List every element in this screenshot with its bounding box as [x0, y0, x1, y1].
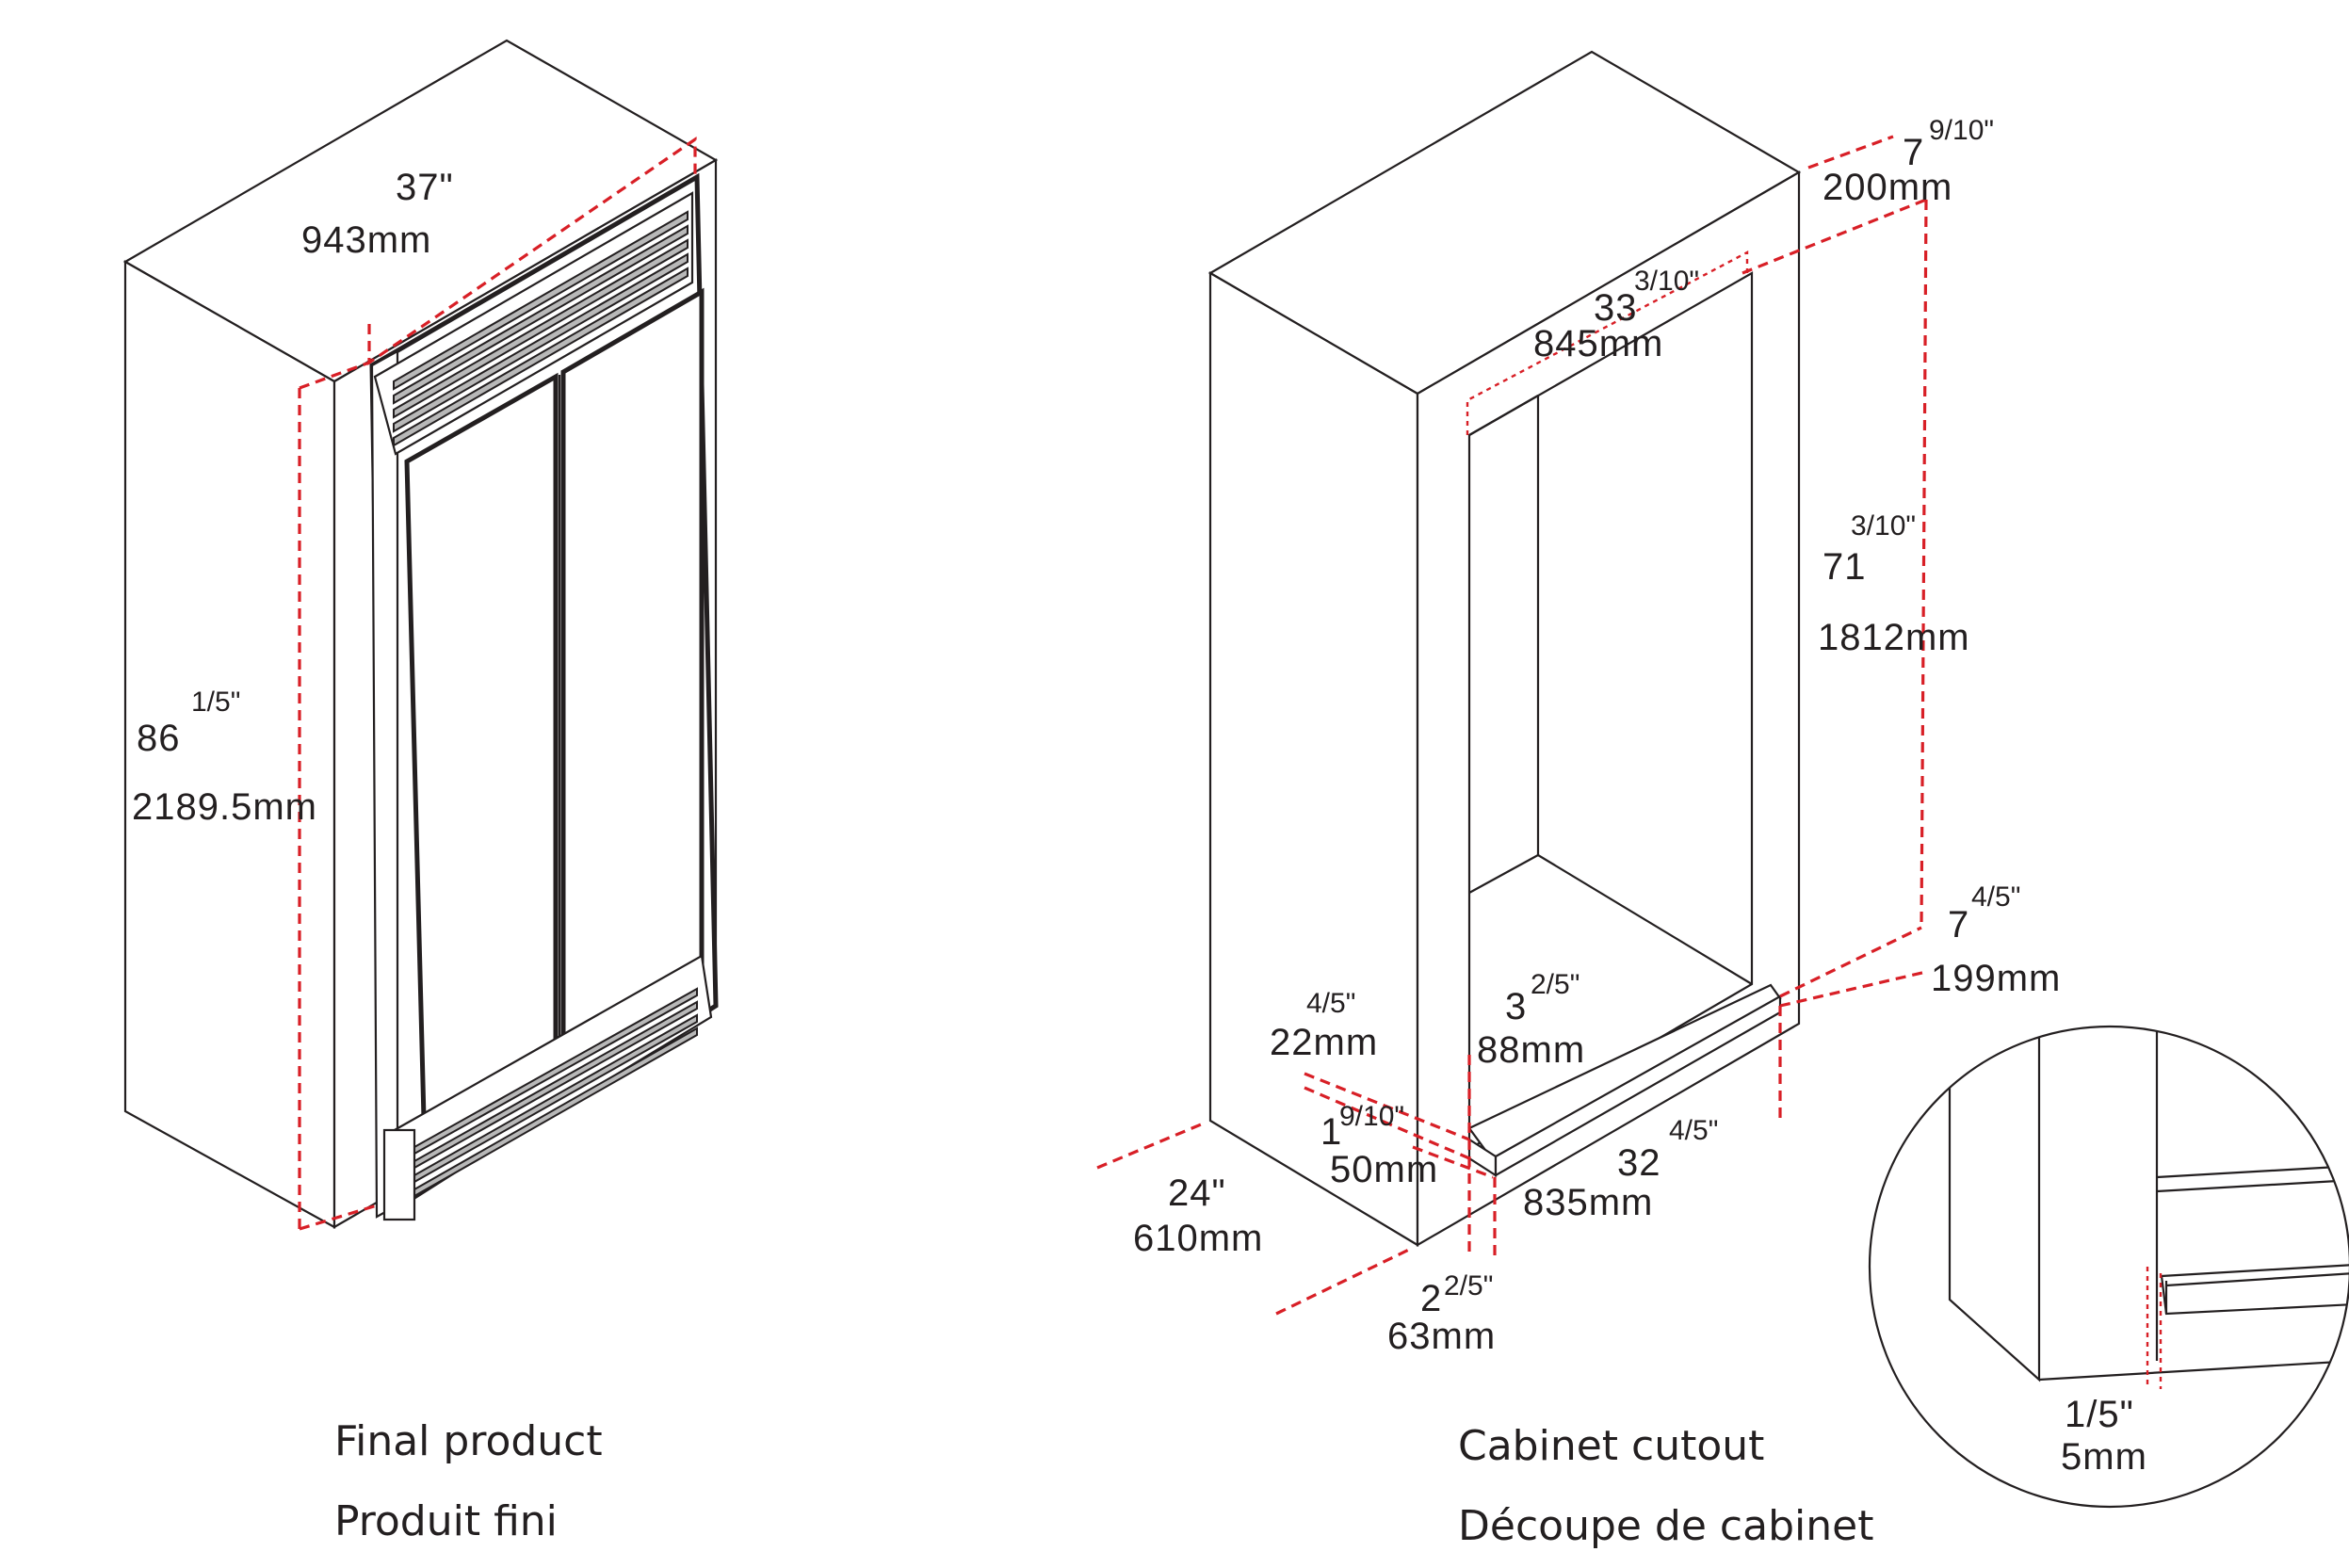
fp-height-in-whole: 86 [137, 718, 181, 759]
fp-width-in: 37" [396, 167, 454, 208]
cc-base-mm: 50mm [1330, 1149, 1438, 1190]
left-stile [370, 349, 399, 1219]
cc-top-offset-whole: 7 [1903, 132, 1924, 173]
depth-line-bottom [1275, 1246, 1414, 1316]
cc-caption-fr: Découpe de cabinet [1458, 1502, 1873, 1550]
detail-callout [1868, 1025, 2349, 1509]
right-door[interactable] [560, 287, 705, 1050]
top-offset-line-1 [1807, 135, 1894, 170]
cabinet-side [1208, 271, 1419, 1247]
cc-reveal-frac: 4/5" [1306, 988, 1355, 1019]
cc-front-whole: 2 [1420, 1278, 1442, 1319]
cc-depth-mm: 610mm [1133, 1218, 1263, 1259]
reveal-line-1 [1304, 1072, 1470, 1141]
cc-toe-frac: 2/5" [1531, 969, 1580, 1000]
cc-side-offset-mm: 199mm [1931, 958, 2061, 999]
cc-opening-width-mm: 845mm [1533, 323, 1663, 364]
cc-side-offset-whole: 7 [1948, 904, 1969, 946]
fp-caption-fr: Produit fini [334, 1497, 558, 1545]
final-product-drawing [122, 39, 719, 1231]
cc-base-frac: 9/10" [1339, 1101, 1404, 1132]
left-door[interactable] [404, 372, 559, 1123]
cc-bottom-width-whole: 32 [1617, 1142, 1661, 1184]
depth-line-top [1096, 1121, 1207, 1170]
opening-width-line [1466, 251, 1749, 435]
fp-height-mm: 2189.5mm [132, 786, 317, 828]
base-line [1412, 1145, 1494, 1179]
detail-circle [1868, 1025, 2349, 1509]
width-dimension-line [367, 136, 697, 366]
cc-toe-mm: 88mm [1477, 1029, 1585, 1071]
cc-base-whole: 1 [1320, 1111, 1342, 1153]
cc-opening-height-whole: 71 [1822, 546, 1867, 588]
cabinet-cutout-drawing [1096, 50, 1932, 1316]
bottom-grille [382, 954, 713, 1221]
cc-caption-en: Cabinet cutout [1458, 1422, 1764, 1470]
fp-height-in-frac: 1/5" [191, 687, 240, 718]
cc-front-mm: 63mm [1387, 1316, 1496, 1357]
opening-back-bottom [1468, 854, 1539, 894]
side-offset-line [1779, 926, 1922, 998]
cc-bottom-width-mm: 835mm [1523, 1182, 1653, 1223]
cc-reveal-mm: 22mm [1270, 1022, 1378, 1063]
opening-height-line [1920, 199, 1928, 929]
cc-bottom-width-frac: 4/5" [1669, 1115, 1718, 1146]
cc-front-frac: 2/5" [1444, 1270, 1493, 1301]
top-grille [373, 191, 694, 456]
detail-gap-in: 1/5" [2065, 1394, 2134, 1435]
cc-side-offset-frac: 4/5" [1971, 881, 2020, 913]
cc-opening-height-mm: 1812mm [1818, 617, 1970, 658]
cc-top-offset-mm: 200mm [1822, 167, 1952, 208]
cabinet-front [1416, 170, 1801, 1247]
fp-width-mm: 943mm [301, 219, 431, 261]
cc-opening-width-frac: 3/10" [1634, 266, 1699, 297]
cc-toe-whole: 3 [1505, 986, 1527, 1027]
cc-opening-width-whole: 33 [1594, 287, 1638, 329]
reveal-line-2 [1304, 1086, 1470, 1160]
cc-top-offset-frac: 9/10" [1929, 115, 1994, 146]
detail-gap-mm: 5mm [2061, 1436, 2147, 1478]
fp-caption-en: Final product [334, 1417, 603, 1465]
cc-depth-in: 24" [1168, 1172, 1226, 1214]
cc-opening-height-frac: 3/10" [1851, 510, 1916, 542]
